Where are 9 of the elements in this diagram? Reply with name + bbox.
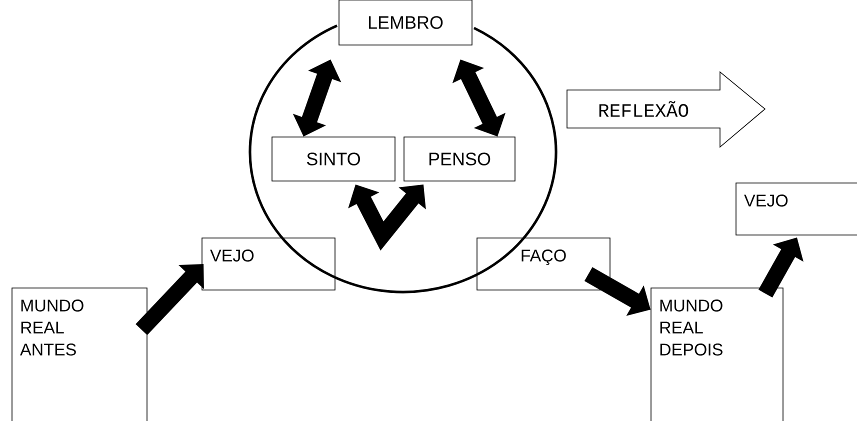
text-box: VEJO	[202, 238, 336, 290]
text-box: VEJO	[736, 182, 857, 236]
block-arrow	[136, 264, 204, 336]
text-box: LEMBRO	[338, 0, 472, 46]
text-box: SINTO	[272, 136, 396, 182]
text-box: FAÇO	[476, 238, 610, 290]
text-box: PENSO	[404, 136, 516, 182]
text-box: MUNDO REAL DEPOIS	[650, 288, 784, 421]
text-box: MUNDO REAL ANTES	[12, 288, 148, 421]
